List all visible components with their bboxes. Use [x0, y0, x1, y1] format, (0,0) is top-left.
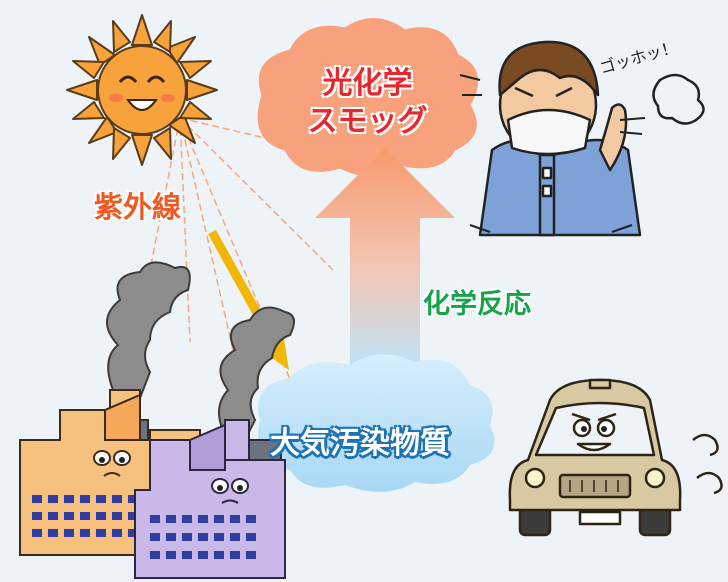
- smog-cloud: [257, 18, 479, 177]
- sun-icon: [66, 14, 218, 166]
- uv-label: 紫外線: [94, 190, 182, 224]
- sun-rays: [149, 117, 381, 385]
- chemical-reaction-label: 化学反応: [423, 289, 531, 320]
- arrow-up-icon: [315, 148, 455, 368]
- smog-title-line1: 光化学: [322, 66, 413, 101]
- pollutants-label: 大気汚染物質: [270, 426, 450, 461]
- coughing-person-icon: [459, 40, 705, 237]
- smog-title-line2: スモッグ: [307, 104, 428, 139]
- pollutant-cloud: [258, 354, 495, 492]
- car-icon: [508, 378, 723, 537]
- factory-icon: [134, 419, 286, 579]
- smoke-icon: [106, 261, 295, 441]
